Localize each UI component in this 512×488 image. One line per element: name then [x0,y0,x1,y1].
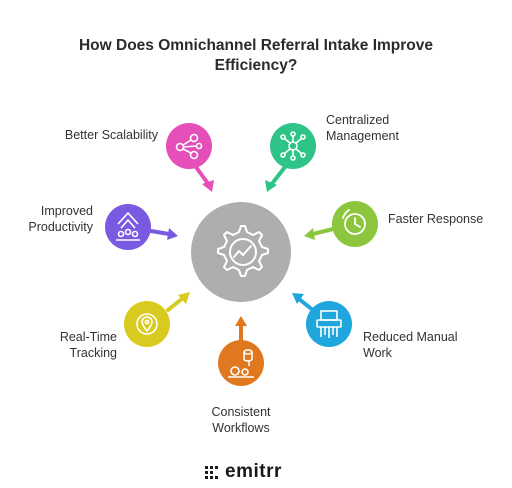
gears-data-icon [228,349,254,378]
arrow-head-faster-response [304,228,315,240]
diagram-title: How Does Omnichannel Referral Intake Imp… [0,36,512,76]
team-growth-icon [116,212,140,241]
label-line: Better Scalability [64,128,158,142]
label-line: Management [326,129,399,143]
title-line-1: How Does Omnichannel Referral Intake Imp… [78,37,434,54]
label-line: Improved [40,204,93,218]
arrow-head-centralized-management [265,180,277,192]
label-line: Reduced Manual [363,330,458,344]
arrow-head-reduced-manual-work [292,293,304,304]
label-line: Consistent [211,405,271,419]
clock-icon [342,209,366,235]
label-faster-response: Faster Response [388,211,508,227]
brand-logo: emitrr [205,461,282,482]
label-line: Work [363,346,392,360]
title-line-2: Efficiency? [214,57,298,74]
gear-chart-icon [217,225,269,277]
arrow-reduced-manual-work [297,297,316,313]
reduced-manual-work-circle [306,301,352,347]
arrow-head-real-time-tracking [178,292,190,304]
arrow-centralized-management [269,165,287,187]
label-line: Real-Time [59,330,117,344]
consistent-workflows-circle [218,340,264,386]
shredder-icon [316,310,342,338]
arrow-improved-productivity [149,229,171,236]
location-tracking-icon [136,313,158,335]
improved-productivity-circle [105,204,151,250]
label-consistent-workflows: Consistent Workflows [181,404,301,436]
label-line: Centralized [326,113,390,127]
label-line: Workflows [212,421,270,435]
label-better-scalability: Better Scalability [20,127,158,143]
label-line: Tracking [69,346,117,360]
label-improved-productivity: Improved Productivity [0,203,93,235]
network-hub-icon [280,131,306,161]
centralized-management-circle [270,123,316,169]
arrow-better-scalability [194,165,211,187]
label-reduced-manual-work: Reduced Manual Work [363,329,493,361]
arrow-faster-response [311,227,335,236]
arrow-head-better-scalability [202,180,214,192]
arrow-head-improved-productivity [167,228,178,240]
label-line: Faster Response [388,212,484,226]
label-centralized-management: Centralized Management [326,112,446,144]
label-real-time-tracking: Real-Time Tracking [0,329,117,361]
arrow-real-time-tracking [166,296,185,312]
brand-dots-icon [205,466,219,479]
share-nodes-icon [175,133,203,160]
brand-name: emitrr [225,461,282,482]
label-line: Productivity [28,220,93,234]
arrow-head-consistent-workflows [235,316,247,326]
